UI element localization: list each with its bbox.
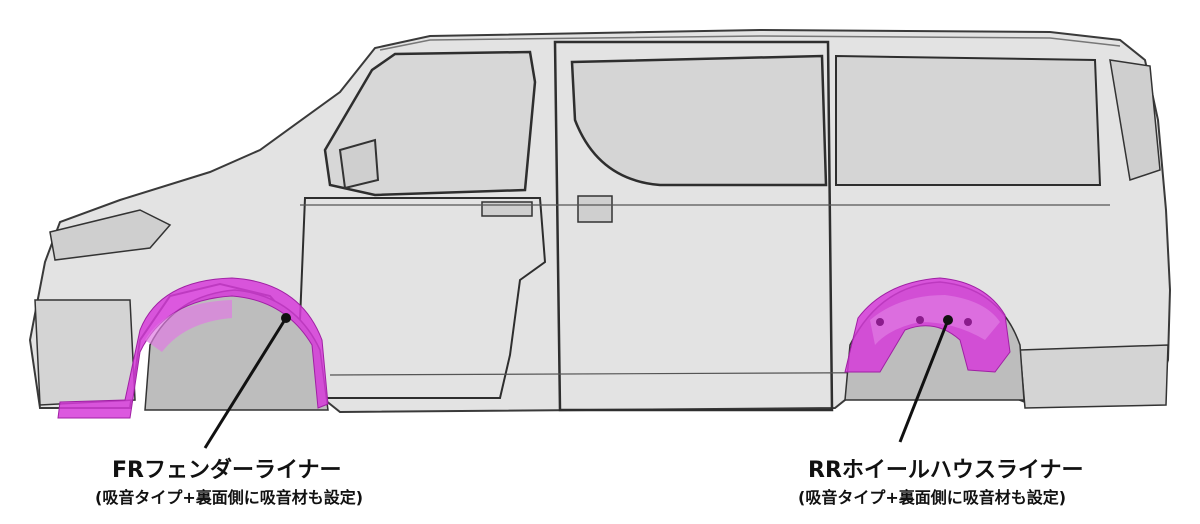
rear-pillar <box>1109 59 1161 181</box>
rr-leader-line <box>898 319 950 443</box>
liner-fastener <box>876 318 884 326</box>
headlight <box>49 209 172 261</box>
side-mirror <box>338 138 380 190</box>
rr-wheelhouse-liner-inner <box>870 295 1000 345</box>
fr-liner-title: FRフェンダーライナー <box>112 458 342 483</box>
liner-fastener <box>964 318 972 326</box>
fr-leader-dot <box>281 313 291 323</box>
front-door-handle <box>481 201 533 217</box>
sliding-door-handle <box>577 195 613 223</box>
rr-liner-subtitle: (吸音タイプ+裏面側に吸音材も設定) <box>798 488 1067 507</box>
fr-fender-liner <box>57 277 329 419</box>
rr-liner-title: RRホイールハウスライナー <box>808 458 1084 483</box>
roof-line <box>379 35 1121 51</box>
fr-leader-line <box>203 317 288 449</box>
rear-quarter-window <box>835 54 1102 186</box>
rr-leader-dot <box>943 315 953 325</box>
fr-liner-subtitle: (吸音タイプ+裏面側に吸音材も設定) <box>95 488 364 507</box>
sliding-door-window <box>570 54 828 187</box>
rear-bumper <box>1019 344 1169 409</box>
fr-fender-liner-inner <box>145 300 232 352</box>
front-bumper <box>34 299 136 406</box>
liner-fastener <box>916 316 924 324</box>
sliding-door <box>553 40 834 412</box>
